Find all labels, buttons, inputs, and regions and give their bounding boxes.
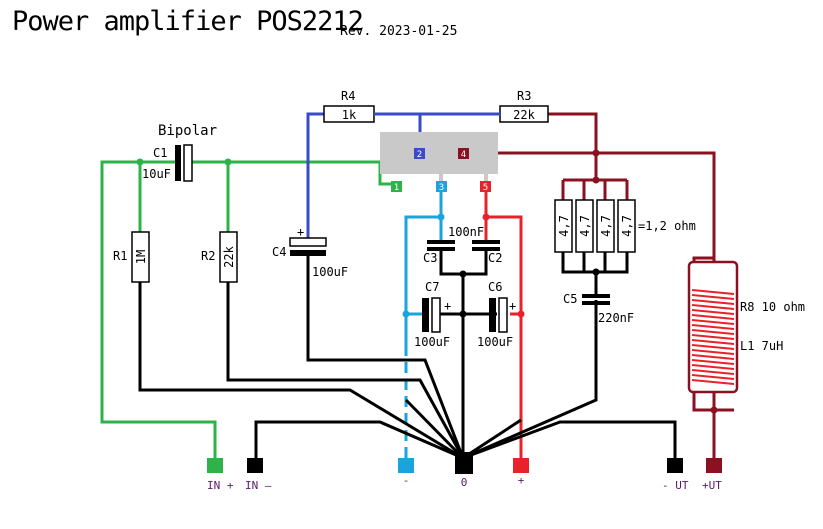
r2-label: R2 xyxy=(201,249,215,263)
terminal-plus[interactable] xyxy=(513,458,529,473)
c4-value: 100uF xyxy=(312,265,348,279)
c6-plus: + xyxy=(509,299,516,313)
c5-plate-b xyxy=(582,301,610,305)
r1-resistor xyxy=(131,231,150,283)
terminal-minus-label: - xyxy=(403,474,410,487)
terminal-zero-label: 0 xyxy=(461,476,468,489)
parallel-resistor-2: 4,7 xyxy=(575,199,594,253)
ground-junctions xyxy=(459,268,600,318)
c1-capacitor xyxy=(175,144,193,182)
c5-plate-a xyxy=(582,294,610,298)
r4-value: 1k xyxy=(342,108,357,122)
ic-pin2-marker xyxy=(414,148,425,159)
terminal-plus-label: + xyxy=(518,474,525,487)
terminal-in-plus[interactable] xyxy=(207,458,223,473)
parallel-resistor-3-value: 4,7 xyxy=(599,215,613,237)
l1-label: L1 7uH xyxy=(740,339,783,353)
c1-bipolar-note: Bipolar xyxy=(158,123,217,139)
l1-coil-windings xyxy=(691,289,735,385)
c1-value: 10uF xyxy=(142,167,171,181)
c23-value: 100nF xyxy=(448,225,484,239)
c6-plate-solid xyxy=(489,298,496,332)
c7-label: C7 xyxy=(425,280,439,294)
neg-rail-junctions xyxy=(402,213,445,318)
c4-label: C4 xyxy=(272,245,286,259)
r4-label: R4 xyxy=(341,89,355,103)
c5-label: C5 xyxy=(563,292,577,306)
page-title: Power amplifier POS2212 xyxy=(12,6,364,37)
terminal-plus-ut[interactable] xyxy=(706,458,722,473)
c3-plate-b xyxy=(427,247,455,251)
c4-capacitor-bottom xyxy=(290,250,326,256)
input-wires xyxy=(100,160,394,458)
c6-label: C6 xyxy=(488,280,502,294)
parallel-resistor-4: 4,7 xyxy=(617,199,636,253)
r2-resistor xyxy=(219,231,238,283)
ic-pin5-label: 5 xyxy=(483,183,488,193)
terminal-zero[interactable] xyxy=(455,452,473,474)
r1-value: 1M xyxy=(134,250,148,264)
c1-label: C1 xyxy=(153,146,167,160)
c3-plate-a xyxy=(427,240,455,244)
ic-pin2-label: 2 xyxy=(417,150,422,160)
parallel-resistor-3: 4,7 xyxy=(596,199,615,253)
terminal-minus-ut[interactable] xyxy=(667,458,683,473)
c7-plate-open xyxy=(431,297,441,333)
c7-plus: + xyxy=(444,299,451,313)
r2-value: 22k xyxy=(222,245,236,267)
terminal-plus-ut-label: +UT xyxy=(702,479,722,492)
c2-plate-a xyxy=(472,240,500,244)
ic-pin3-marker xyxy=(436,181,447,192)
c5-value: 220nF xyxy=(598,311,634,325)
ic-pin4-marker xyxy=(458,148,469,159)
terminal-minus-ut-label: - UT xyxy=(662,479,689,492)
parallel-resistor-4-value: 4,7 xyxy=(620,215,634,237)
r1-label: R1 xyxy=(113,249,127,263)
ic-pin4-label: 4 xyxy=(461,150,466,160)
ic-pin3-label: 3 xyxy=(439,183,444,193)
ic-pin5-marker xyxy=(480,181,491,192)
parallel-equiv-label: =1,2 ohm xyxy=(638,219,696,233)
terminal-in-minus-label: IN – xyxy=(245,479,272,492)
c2-label: C2 xyxy=(488,251,502,265)
r3-label: R3 xyxy=(517,89,531,103)
terminal-in-minus[interactable] xyxy=(247,458,263,473)
ic-pin-stub-5 xyxy=(484,174,488,181)
r3-value: 22k xyxy=(513,108,535,122)
output-junctions xyxy=(592,149,718,414)
terminal-in-plus-label: IN + xyxy=(207,479,234,492)
pos-rail-junctions xyxy=(482,213,525,318)
ic-pin-stub-3 xyxy=(439,174,443,181)
ic-pin1-marker xyxy=(391,181,402,192)
c7-plate-solid xyxy=(422,298,429,332)
ic-pin1-label: 1 xyxy=(394,183,399,193)
terminal-minus[interactable] xyxy=(398,458,414,473)
parallel-resistor-1-value: 4,7 xyxy=(557,215,571,237)
c4-plus: + xyxy=(297,225,304,239)
r8-label: R8 10 ohm xyxy=(740,300,805,314)
ic-body xyxy=(380,132,498,174)
c4-capacitor-top xyxy=(289,237,327,247)
revision-date: Rev. 2023-01-25 xyxy=(340,24,458,39)
parallel-resistor-1: 4,7 xyxy=(554,199,573,253)
c7-value: 100uF xyxy=(414,335,450,349)
c6-value: 100uF xyxy=(477,335,513,349)
ground-wires xyxy=(138,250,677,460)
c3-label: C3 xyxy=(423,251,437,265)
c6-plate-open xyxy=(498,297,508,333)
parallel-resistor-2-value: 4,7 xyxy=(578,215,592,237)
c2-plate-b xyxy=(472,247,500,251)
input-junctions xyxy=(136,158,232,166)
